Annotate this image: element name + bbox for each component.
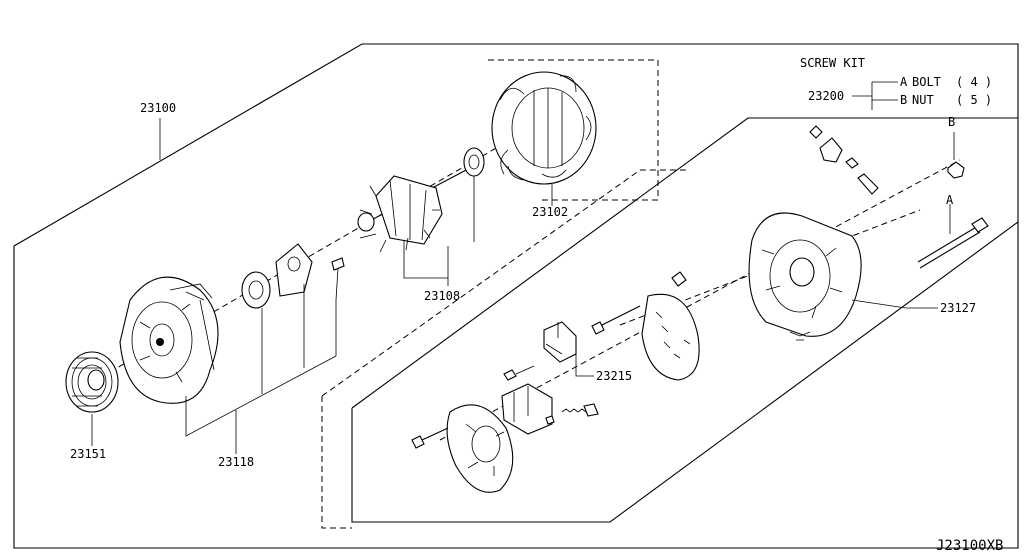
nut-qty: ( 5 ) — [956, 93, 992, 107]
nut-label: NUT — [912, 93, 934, 107]
rotor-part — [357, 167, 471, 253]
callout-regulator: 23215 — [596, 369, 632, 383]
callout-stator: 23102 — [532, 205, 568, 219]
bearing-retainer-plate — [275, 243, 313, 297]
brush-holder — [501, 383, 553, 435]
rear-parts-dashed-box-2 — [321, 396, 352, 529]
long-bolt — [591, 305, 641, 335]
front-bearing — [241, 271, 271, 309]
front-housing-part — [119, 276, 219, 404]
bolt-letter: A — [900, 75, 908, 89]
marker-bolt-a: A — [946, 193, 954, 207]
pulley-part — [65, 351, 119, 413]
nut-letter: B — [900, 93, 907, 107]
callout-assembly: 23100 — [140, 101, 176, 115]
terminal-stud — [857, 173, 879, 195]
callout-rear-housing: 23127 — [940, 301, 976, 315]
bolt-label: BOLT — [912, 75, 941, 89]
screw-kit-title: SCREW KIT — [800, 56, 865, 70]
brush-spring — [561, 408, 587, 413]
callout-front-housing: 23118 — [218, 455, 254, 469]
terminal-insulator — [819, 137, 843, 163]
rear-parts-dashed-box — [321, 169, 690, 397]
rear-housing-part — [748, 212, 862, 341]
callout-pulley: 23151 — [70, 447, 106, 461]
screw-kit-part-number: 23200 — [808, 89, 844, 103]
rear-group-frame-bottom — [351, 221, 1019, 523]
rectifier-plate — [641, 293, 700, 381]
marker-nut-b: B — [948, 115, 955, 129]
holder-screw — [503, 369, 517, 381]
through-bolt — [917, 217, 989, 269]
diagram-code: J23100XB — [936, 538, 1003, 554]
rear-group-frame — [351, 117, 1018, 409]
regulator-part — [543, 321, 577, 363]
stator-dashed-box — [488, 59, 659, 201]
retainer-screw — [331, 257, 345, 271]
rear-nut — [947, 161, 965, 179]
assembly-frame — [13, 43, 1019, 549]
stator-part — [491, 71, 597, 185]
screw-kit-legend: SCREW KIT 23200 A BOLT ( 4 ) B NUT ( 5 ) — [800, 56, 992, 110]
rear-cover — [446, 404, 514, 493]
bolt-qty: ( 4 ) — [956, 75, 992, 89]
callout-rotor: 23108 — [424, 289, 460, 303]
cover-bolt — [411, 427, 449, 449]
rear-bearing — [463, 147, 485, 177]
